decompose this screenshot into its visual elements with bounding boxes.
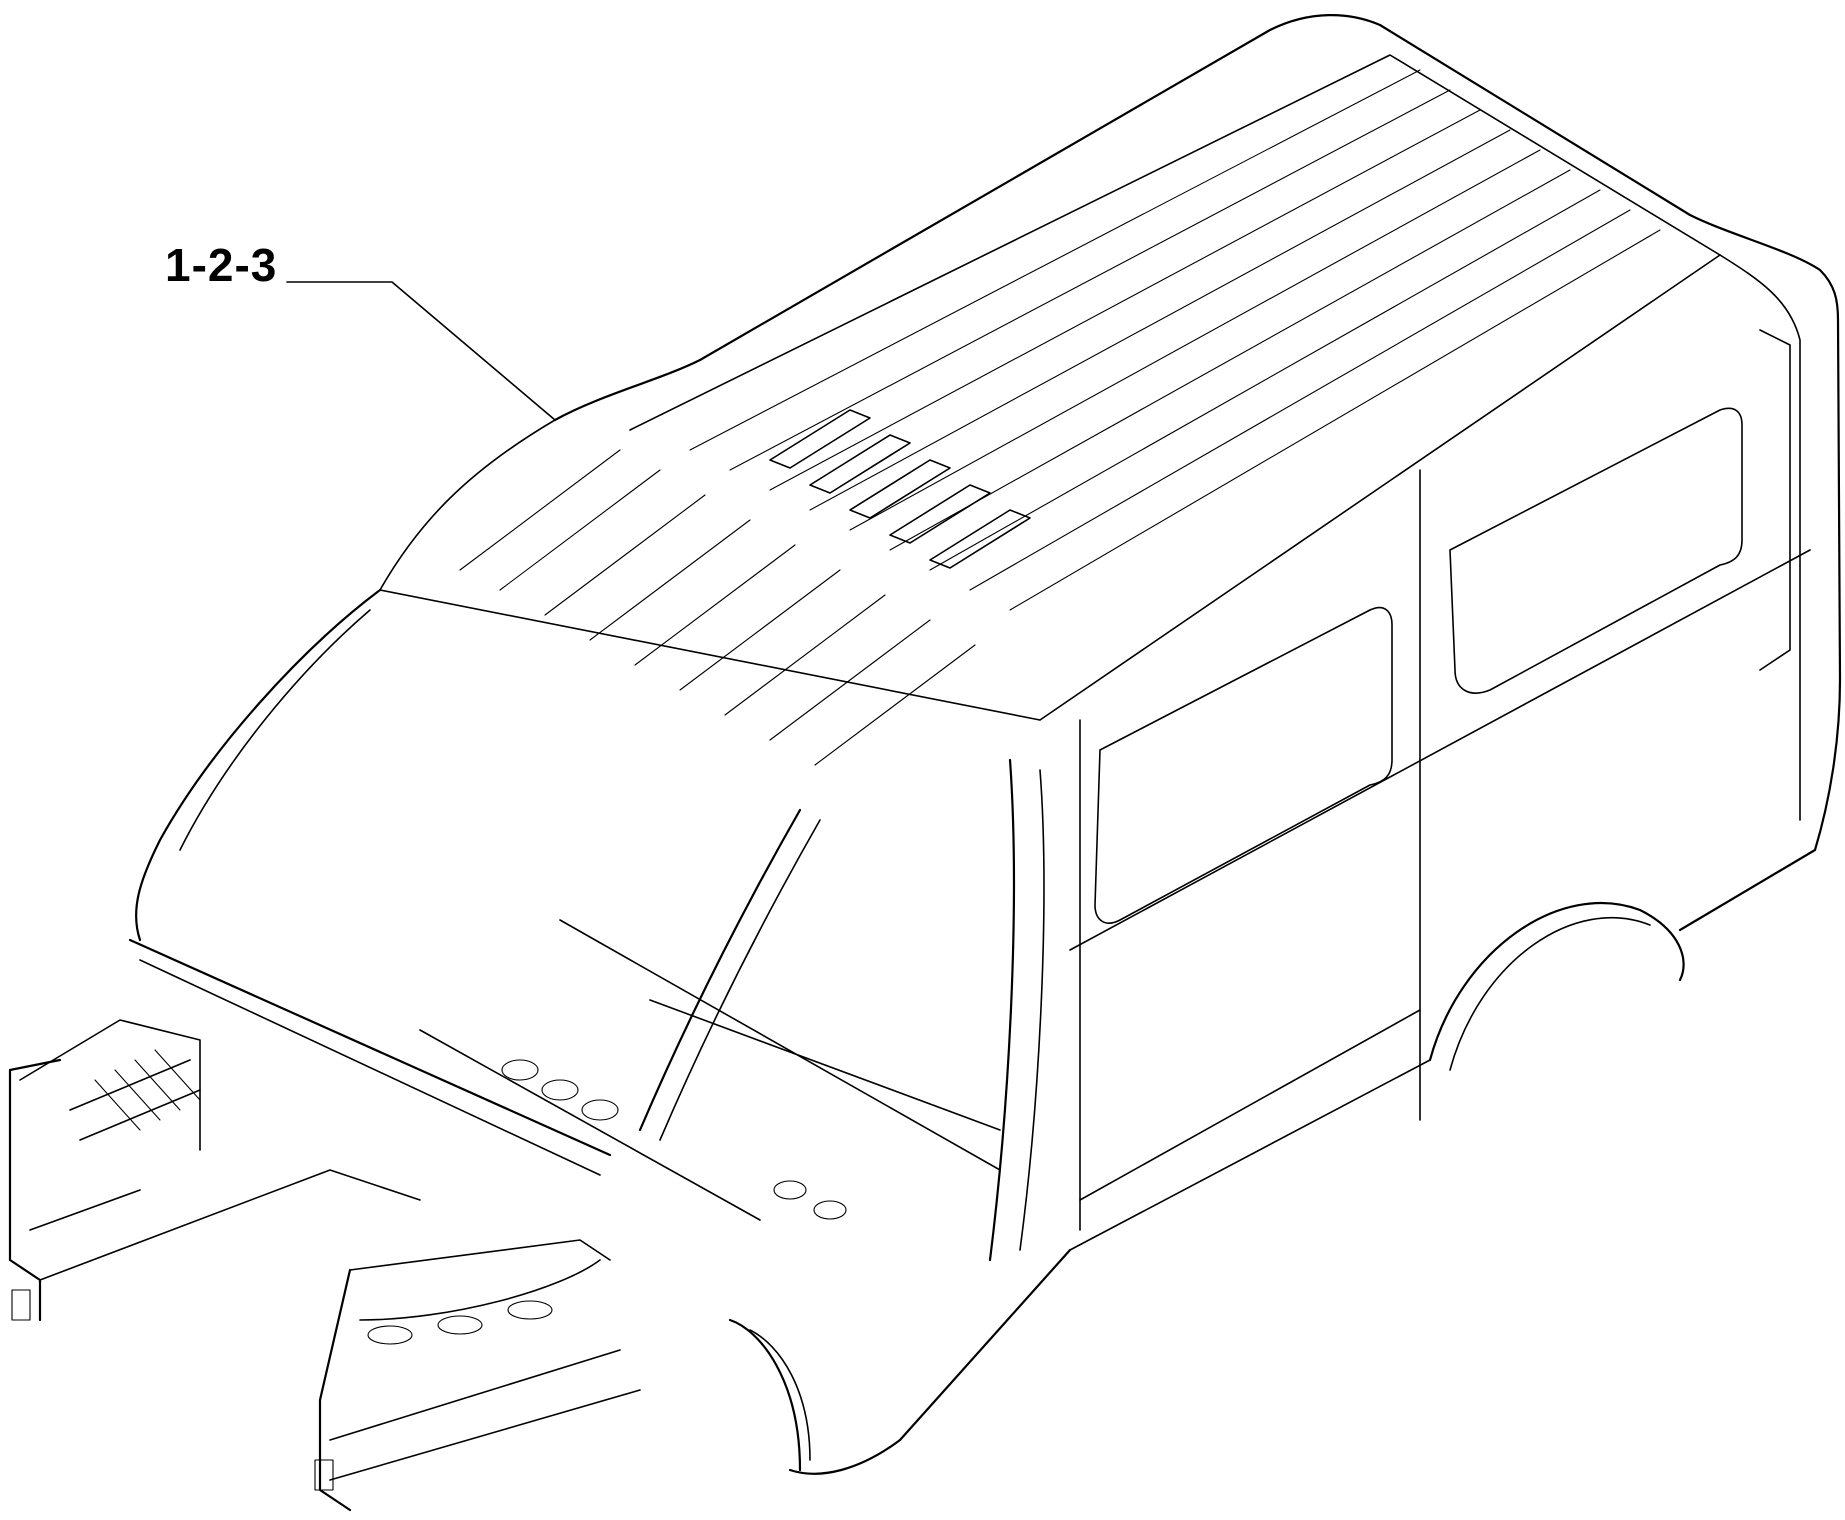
cab-front — [128, 588, 1045, 1262]
callout-leader-line — [286, 281, 556, 421]
left-frame-slats — [94, 1049, 201, 1131]
side-body — [788, 254, 1842, 1475]
roof-ribs — [689, 69, 1661, 611]
front-frame-left — [8, 1019, 421, 1322]
roof — [379, 14, 1840, 766]
callout-label: 1-2-3 — [165, 239, 278, 291]
roof-pads — [769, 409, 1031, 569]
floor-holes — [501, 1059, 847, 1220]
front-frame-right — [314, 1239, 811, 1512]
front-roof-ribs — [459, 449, 976, 766]
